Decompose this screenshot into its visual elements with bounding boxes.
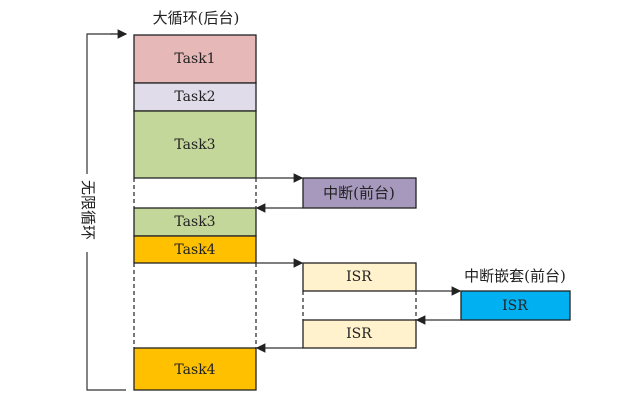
task1-label: Task1 — [174, 51, 215, 67]
task2-block — [133, 82, 257, 112]
task3-label: Task3 — [174, 137, 215, 153]
task4-resume-label: Task4 — [174, 362, 215, 378]
task3-resume-label: Task3 — [174, 214, 215, 230]
isr-resume-label: ISR — [346, 326, 372, 342]
nested-isr-block — [460, 290, 571, 321]
task3-block — [133, 110, 257, 179]
task4-label: Task4 — [174, 242, 215, 258]
interrupt-block — [302, 177, 417, 209]
task1-block — [133, 34, 257, 84]
nested-interrupt-label: 中断嵌套(前台) — [464, 267, 566, 285]
isr-resume-block — [302, 319, 417, 349]
task4-resume-block — [133, 347, 257, 391]
nested-isr-label: ISR — [502, 298, 528, 314]
main-loop-title: 大循环(后台) — [153, 9, 240, 27]
isr-block — [302, 262, 417, 292]
task3-resume-block — [133, 207, 257, 237]
task4-block — [133, 235, 257, 264]
task2-label: Task2 — [174, 89, 215, 105]
interrupt-label: 中断(前台) — [323, 184, 395, 202]
isr-label: ISR — [346, 269, 372, 285]
infinite-loop-label: 无限循环 — [79, 180, 97, 240]
